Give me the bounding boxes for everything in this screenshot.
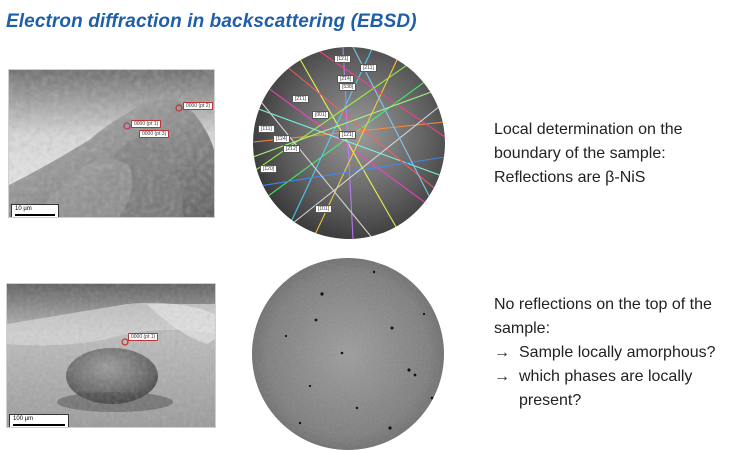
miller-index-label: [2̄1̄1] <box>292 95 310 103</box>
miller-index-label: [0̄01] <box>312 111 330 119</box>
miller-index-label: [1̄11] <box>258 125 275 133</box>
miller-index-label: [1̄21] <box>334 55 352 63</box>
miller-index-label: [2̄12] <box>283 145 301 153</box>
miller-index-label: [1̄20] <box>260 165 278 173</box>
blank-pattern-graphic <box>252 258 444 450</box>
description-line: sample: <box>494 320 551 337</box>
measurement-tag: 0000 (pt 3) <box>139 130 170 138</box>
description-line: No reflections on the top of the <box>494 296 712 313</box>
scale-bar-line <box>15 214 55 216</box>
miller-index-label: [2̄1̄4] <box>337 75 355 83</box>
miller-index-label: [5̄3̄8] <box>339 83 357 91</box>
measurement-tag: 0000 (pt 2) <box>183 102 214 110</box>
ebsd-pattern-no-reflections <box>252 258 444 450</box>
miller-index-label: [1̄24] <box>273 135 291 143</box>
measurement-tag: 0000 (pt 1) <box>128 333 159 341</box>
bullet-item: → which phases are locally <box>494 365 750 389</box>
ebsd-pattern-indexed: [1̄21] [211] [2̄1̄4] [5̄3̄8] [2̄1̄1] [0̄… <box>253 47 445 239</box>
sem-image-top: 0000 (pt 1) 100 µm <box>6 283 216 428</box>
measurement-tag: 0000 (pt 1) <box>131 120 162 128</box>
scale-bar-line <box>13 424 65 426</box>
boundary-description: Local determination on the boundary of t… <box>494 118 744 190</box>
bullet-text: which phases are locally <box>519 368 693 385</box>
miller-index-label: [211] <box>360 64 377 72</box>
bullet-text: Sample locally amorphous? <box>519 344 716 361</box>
scale-bar: 100 µm <box>9 414 69 427</box>
arrow-icon: → <box>494 368 510 385</box>
miller-index-label: [1̄01] <box>315 205 333 213</box>
sem-image-boundary: 0000 (pt 1) 0000 (pt 2) 0000 (pt 3) 10 µ… <box>8 69 215 218</box>
scale-bar: 10 µm <box>11 204 59 217</box>
description-line: Reflections are β-NiS <box>494 169 646 186</box>
description-line: Local determination on the <box>494 121 683 138</box>
sem-top-graphic <box>7 284 215 427</box>
arrow-icon: → <box>494 344 510 361</box>
description-line: boundary of the sample: <box>494 145 666 162</box>
miller-index-label: [1̄2̄1] <box>339 131 357 139</box>
bullet-continuation: present? <box>519 392 582 409</box>
top-description: No reflections on the top of the sample:… <box>494 293 750 413</box>
slide-title: Electron diffraction in backscattering (… <box>6 11 417 32</box>
scale-bar-label: 100 µm <box>13 416 34 422</box>
bullet-item: → Sample locally amorphous? <box>494 341 750 365</box>
sem-boundary-graphic <box>9 70 214 217</box>
scale-bar-label: 10 µm <box>15 206 32 212</box>
